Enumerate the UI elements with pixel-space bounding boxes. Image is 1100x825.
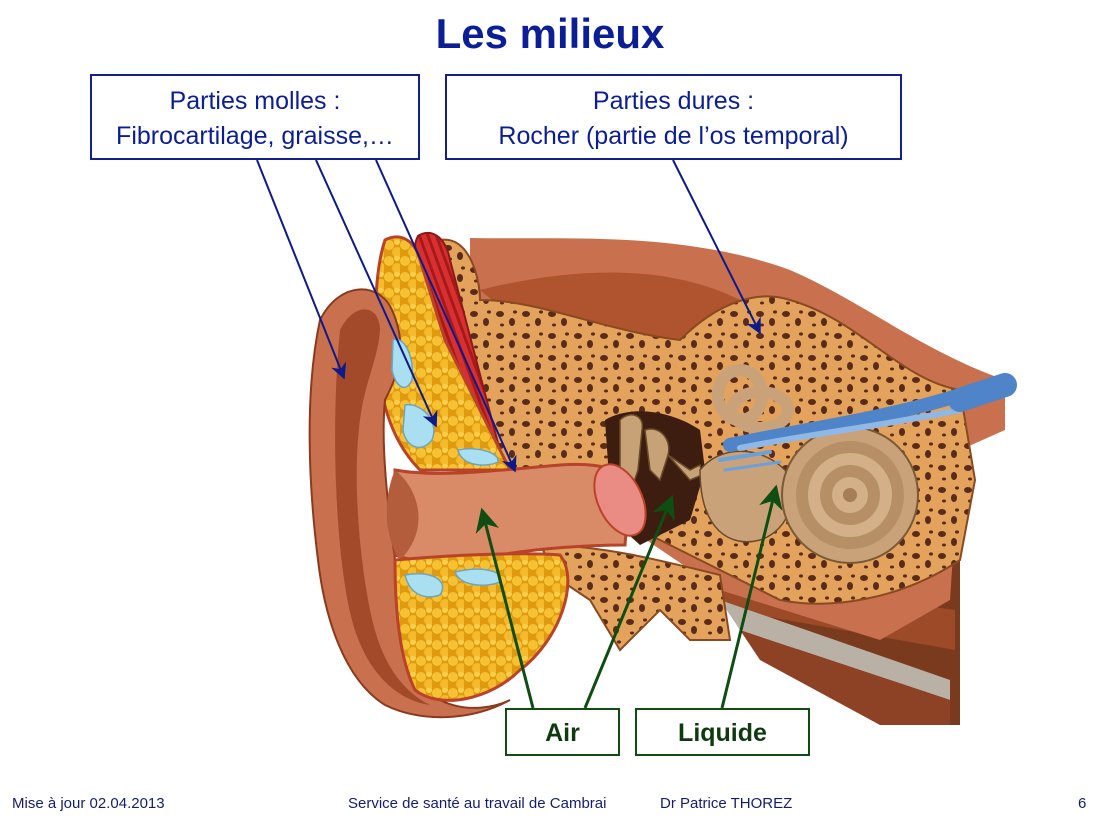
concha (386, 470, 419, 560)
auditory-nerve (718, 373, 1017, 472)
liquid-label-box: Liquide (635, 708, 810, 756)
semicircular-canals (712, 364, 794, 434)
hard-parts-description: Rocher (partie de l’os temporal) (498, 122, 849, 150)
hard-parts-arrow (672, 159, 761, 335)
footer-service: Service de santé au travail de Cambrai (348, 795, 607, 812)
soft-parts-description: Fibrocartilage, graisse,… (116, 122, 394, 150)
soft-parts-title: Parties molles : (169, 87, 341, 115)
hard-parts-box: Parties dures : Rocher (partie de l’os t… (445, 74, 902, 160)
eardrum (593, 463, 647, 537)
auricle-fold (335, 309, 430, 705)
soft-parts-box: Parties molles : Fibrocartilage, graisse… (90, 74, 420, 160)
air-label-box: Air (505, 708, 620, 756)
footer-page-number: 6 (1078, 795, 1087, 812)
air-arrows (475, 494, 675, 709)
cochlea (781, 426, 919, 564)
footer-update-date: Mise à jour 02.04.2013 (12, 795, 165, 812)
liquid-arrow (720, 484, 783, 709)
hard-parts-title: Parties dures : (592, 87, 755, 115)
soft-parts-arrows (256, 159, 517, 473)
footer-author: Dr Patrice THOREZ (660, 795, 793, 812)
page-title: Les milieux (435, 10, 665, 57)
